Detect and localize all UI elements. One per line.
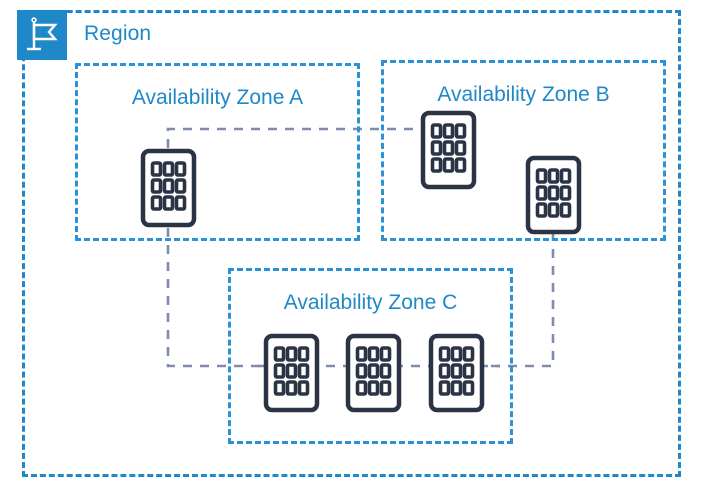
building-icon-c-3	[428, 333, 485, 413]
availability-zone-a: Availability Zone A	[75, 63, 360, 241]
building-icon-b-2	[525, 155, 582, 235]
building-icon-c-1	[263, 333, 320, 413]
building-icon-b-1	[420, 110, 477, 190]
availability-zone-c-label: Availability Zone C	[283, 291, 458, 314]
building-icon-c-2	[345, 333, 402, 413]
availability-zone-b-label: Availability Zone B	[437, 83, 610, 106]
region-label: Region	[84, 22, 152, 45]
building-icon-a-1	[140, 148, 197, 228]
region-flag-badge	[17, 10, 67, 60]
availability-zone-a-label: Availability Zone A	[131, 86, 304, 109]
region-container	[22, 10, 681, 477]
flag-icon	[27, 17, 58, 51]
